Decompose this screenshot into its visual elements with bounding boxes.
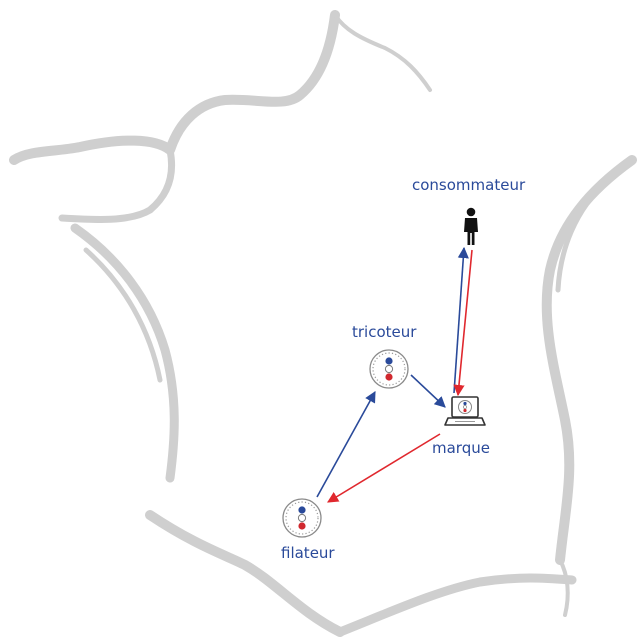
map-coast-north [9, 10, 340, 165]
map-west-inner [83, 247, 163, 383]
filateur-label: filateur [281, 544, 335, 562]
france-map-outline [9, 10, 637, 637]
map-east-border [541, 155, 637, 565]
map-south-mediterranean [335, 573, 577, 637]
person-icon [464, 207, 478, 245]
map-east-inner [555, 177, 611, 293]
laptop-icon [444, 396, 486, 426]
flow-tricoteur-to-marque [410, 374, 446, 408]
flow-marque-to-consommateur [453, 246, 469, 394]
consommateur-label: consommateur [412, 176, 526, 194]
flow-filateur-to-tricoteur [316, 391, 376, 498]
badge-icon [282, 498, 322, 538]
flow-arrows [316, 246, 473, 503]
map-west-coast [70, 223, 179, 483]
flow-marque-to-filateur [327, 433, 441, 503]
map-north-inner [58, 146, 176, 224]
map-coast-north-thin [333, 13, 432, 92]
flow-consommateur-to-marque [453, 249, 473, 397]
map-southeast-tail [558, 558, 570, 617]
badge-icon [369, 349, 409, 389]
marque-label: marque [432, 439, 490, 457]
tricoteur-label: tricoteur [352, 323, 417, 341]
map-south-coast [145, 510, 345, 637]
